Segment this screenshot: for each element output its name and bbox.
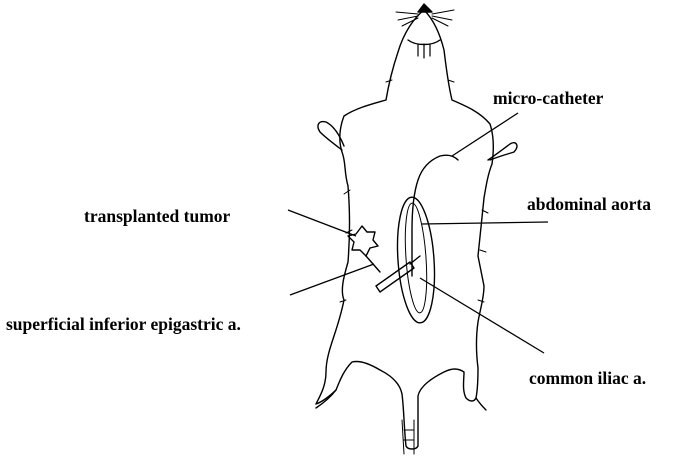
label-transplanted-tumor: transplanted tumor <box>84 208 230 226</box>
rat-nose <box>418 4 432 12</box>
leader-abdominal-aorta <box>422 222 548 224</box>
leader-epigastric <box>290 264 374 295</box>
label-abdominal-aorta: abdominal aorta <box>527 196 651 214</box>
rat-front-paw-right <box>488 143 517 160</box>
label-superficial-inferior-epigastric: superficial inferior epigastric a. <box>6 316 241 334</box>
leader-common-iliac <box>420 278 544 353</box>
label-micro-catheter: micro-catheter <box>493 90 603 108</box>
rat-body-outline <box>316 10 493 449</box>
rat-mouth <box>408 40 440 45</box>
leader-transplanted-tumor <box>288 210 356 236</box>
micro-catheter-line <box>412 155 458 276</box>
rat-back-foot-right <box>476 398 486 410</box>
label-common-iliac: common iliac a. <box>529 370 646 388</box>
rat-teeth <box>418 44 430 58</box>
abdominal-aorta-inner <box>402 202 430 313</box>
transplanted-tumor-star <box>348 226 378 256</box>
